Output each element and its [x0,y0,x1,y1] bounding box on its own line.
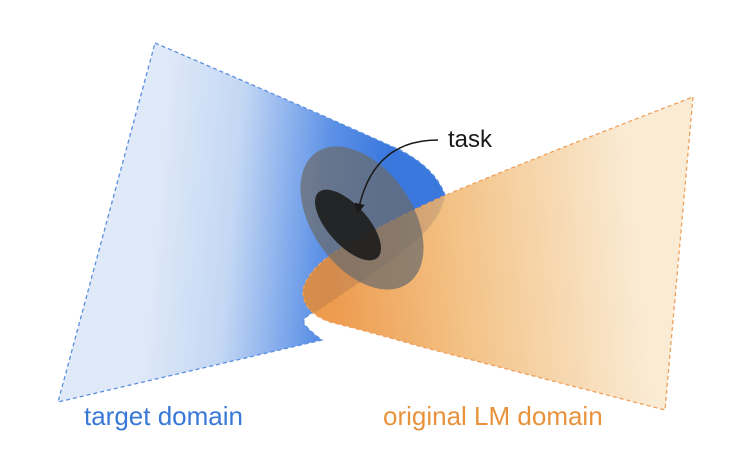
task-core-region [315,189,381,261]
original-domain-label: original LM domain [383,401,603,431]
task-label: task [448,126,493,153]
target-domain-label: target domain [84,401,243,431]
original-domain-region [302,96,694,411]
task-pointer-arrow [354,139,439,215]
target-domain-region [57,42,446,403]
